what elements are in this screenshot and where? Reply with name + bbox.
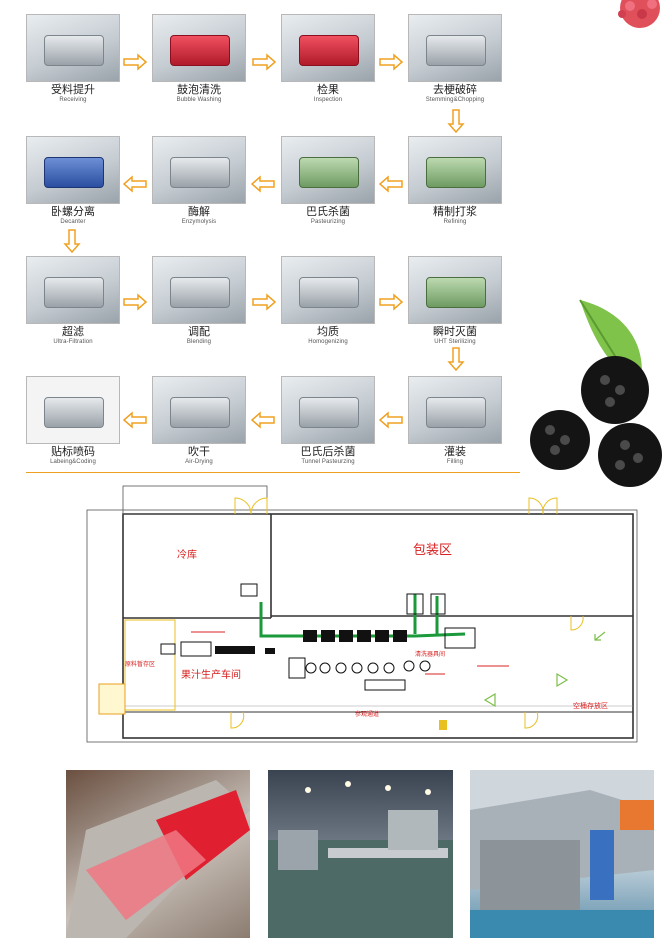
washing-line-photo [66, 770, 250, 938]
arrow-left-icon [251, 412, 275, 428]
arrow-right-icon [252, 294, 276, 310]
stemming-photo [408, 14, 502, 82]
step-filling: 灌装 Filling [408, 376, 502, 466]
step-label-cn: 酶解 [188, 206, 210, 218]
tunnel-pasteurizing-photo [281, 376, 375, 444]
arrow-left-icon [123, 412, 147, 428]
blackberry-decoration [530, 299, 662, 487]
step-label-en: Inspection [313, 97, 343, 103]
step-label-cn: 灌装 [444, 446, 466, 458]
pasteurizing-photo [281, 136, 375, 204]
arrow-right-icon [123, 294, 147, 310]
receiving-photo [26, 14, 120, 82]
step-label-en: Filling [446, 459, 464, 465]
step-label-en: Bubble Washing [176, 97, 222, 103]
step-label-cn: 巴氏杀菌 [306, 206, 350, 218]
step-labeling-coding: 贴标喷码 Labeing&Coding [26, 376, 120, 466]
packaging-area-label: 包装区 [413, 542, 452, 557]
step-label-cn: 吹干 [188, 446, 210, 458]
homogenizing-photo [281, 256, 375, 324]
arrow-left-icon [379, 176, 403, 192]
step-label-cn: 均质 [317, 326, 339, 338]
factory-floor-plan: 冷库 包装区 果汁生产车间 原料暂存区 清洗器具间 参观通道 空桶存放区 [86, 485, 638, 743]
ultra-filtration-photo [26, 256, 120, 324]
step-uht-sterilizing: 瞬时灭菌 UHT Sterilizing [408, 256, 502, 346]
step-label-cn: 超滤 [62, 326, 84, 338]
blending-photo [152, 256, 246, 324]
step-decanter: 卧螺分离 Decanter [26, 136, 120, 226]
labeling-photo [26, 376, 120, 444]
arrow-right-icon [252, 54, 276, 70]
refining-photo [408, 136, 502, 204]
empty-bottle-area-label: 空桶存放区 [573, 701, 608, 710]
cip-room-label: 清洗器具间 [415, 650, 445, 658]
corridor-label: 参观通道 [355, 710, 379, 718]
step-label-en: Refining [443, 219, 467, 225]
step-label-en: Enzymolysis [181, 219, 217, 225]
step-label-en: Labeing&Coding [50, 459, 96, 465]
step-label-en: Stemming&Chopping [425, 97, 485, 103]
inspection-photo [281, 14, 375, 82]
step-blending: 调配 Blending [152, 256, 246, 346]
step-enzymolysis: 酶解 Enzymolysis [152, 136, 246, 226]
step-pasteurizing: 巴氏杀菌 Pasteurizing [281, 136, 375, 226]
step-label-en: Decanter [60, 219, 86, 225]
step-label-cn: 巴氏后杀菌 [300, 446, 356, 458]
arrow-down-icon [448, 109, 464, 133]
step-ultra-filtration: 超滤 Ultra-Filtration [26, 256, 120, 346]
step-homogenizing: 均质 Homogenizing [281, 256, 375, 346]
tunnel-pasteurizer-illustration [470, 770, 654, 938]
raw-material-area-label: 原料暂存区 [125, 660, 155, 668]
workshop-illustration [268, 781, 453, 938]
step-label-en: UHT Sterilizing [434, 339, 476, 345]
arrow-right-icon [123, 54, 147, 70]
arrow-down-icon [448, 347, 464, 371]
step-bubble-washing: 鼓泡清洗 Bubble Washing [152, 14, 246, 104]
step-label-cn: 去梗破碎 [433, 84, 477, 96]
step-inspection: 检果 Inspection [281, 14, 375, 104]
step-label-en: Air-Drying [185, 459, 213, 465]
cold-storage-label: 冷库 [177, 548, 197, 561]
step-label-cn: 瞬时灭菌 [433, 326, 477, 338]
step-label-cn: 贴标喷码 [51, 446, 95, 458]
air-drying-photo [152, 376, 246, 444]
step-label-en: Receiving [59, 97, 87, 103]
step-air-drying: 吹干 Air-Drying [152, 376, 246, 466]
step-tunnel-pasteurizing: 巴氏后杀菌 Tunnel Pasteurzing [281, 376, 375, 466]
step-label-en: Blending [186, 339, 212, 345]
filling-photo [408, 376, 502, 444]
flow-arrows [64, 54, 464, 428]
workshop-photo [268, 770, 453, 938]
arrow-down-icon [64, 229, 80, 253]
arrow-right-icon [379, 294, 403, 310]
step-label-en: Homogenizing [308, 339, 348, 345]
step-refining: 精制打浆 Refining [408, 136, 502, 226]
arrow-left-icon [379, 412, 403, 428]
step-label-cn: 调配 [188, 326, 210, 338]
step-receiving: 受料提升 Receiving [26, 14, 120, 104]
step-label-cn: 检果 [317, 84, 339, 96]
enzymolysis-photo [152, 136, 246, 204]
section-divider [26, 472, 520, 473]
raspberry-decoration [618, 0, 660, 28]
decanter-photo [26, 136, 120, 204]
arrow-left-icon [251, 176, 275, 192]
step-label-cn: 精制打浆 [433, 206, 477, 218]
step-label-cn: 卧螺分离 [51, 206, 95, 218]
step-stemming-chopping: 去梗破碎 Stemming&Chopping [408, 14, 502, 104]
juice-workshop-label: 果汁生产车间 [181, 668, 241, 681]
uht-photo [408, 256, 502, 324]
tunnel-pasteurizer-photo [470, 770, 654, 938]
step-label-en: Tunnel Pasteurzing [301, 459, 355, 465]
step-label-cn: 鼓泡清洗 [177, 84, 221, 96]
step-label-cn: 受料提升 [51, 84, 95, 96]
step-label-en: Pasteurizing [310, 219, 346, 225]
arrow-right-icon [379, 54, 403, 70]
arrow-left-icon [123, 176, 147, 192]
washing-line-illustration [66, 780, 250, 938]
step-label-en: Ultra-Filtration [53, 339, 93, 345]
bubble-washing-photo [152, 14, 246, 82]
